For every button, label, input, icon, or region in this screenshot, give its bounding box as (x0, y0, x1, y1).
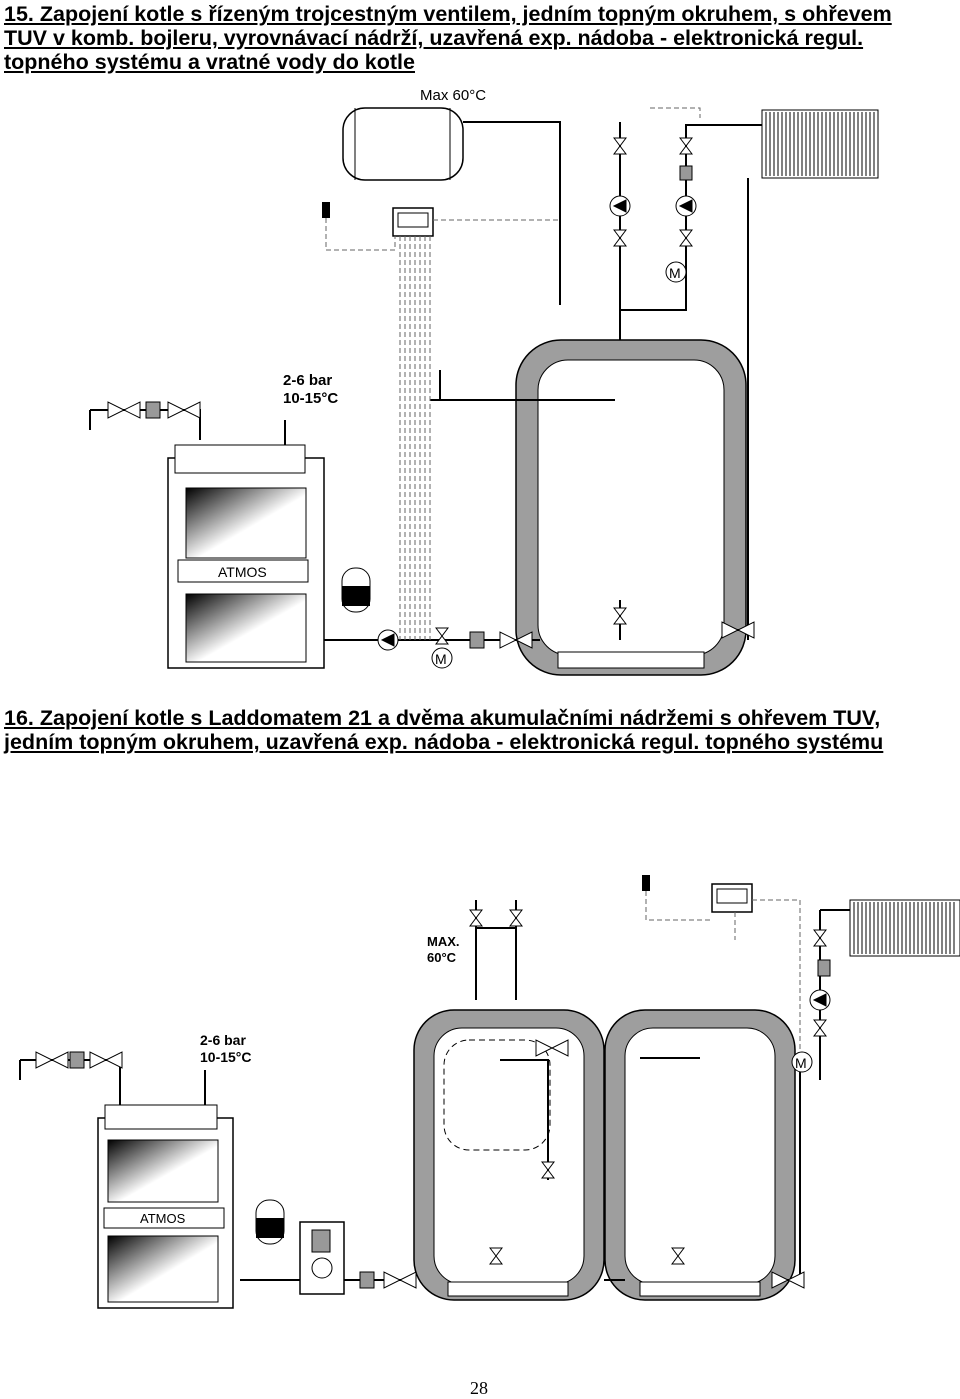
heading-15-line-1: 15. Zapojení kotle s řízeným trojcestným… (4, 2, 892, 26)
temperature-label-15: 10-15°C (283, 390, 338, 407)
expansion-vessel-15 (341, 567, 371, 613)
filter-15c (679, 165, 693, 181)
pressure-label-15: 2-6 bar (283, 372, 332, 389)
filter-16a (817, 959, 831, 977)
filter-15b (469, 631, 485, 649)
temperature-label-16: 10-15°C (200, 1049, 252, 1065)
electronic-regulator (392, 207, 434, 237)
heading-15-line-3: topného systému a vratné vody do kotle (4, 50, 415, 74)
motor-m-15b: M (669, 265, 681, 281)
mixing-valve-motor-15a (431, 647, 453, 669)
control-wiring-16 (645, 891, 801, 1050)
expansion-vessel-16 (255, 1199, 285, 1245)
boiler-brand-16: ATMOS (140, 1211, 186, 1226)
laddomat-21 (299, 1221, 345, 1295)
outdoor-sensor (322, 202, 330, 218)
max-temp-label-16a: MAX. (427, 934, 460, 949)
boiler-16 (97, 1104, 234, 1309)
filter-16b (69, 1051, 85, 1069)
combi-boiler-vessel (342, 107, 464, 181)
outdoor-sensor-16 (642, 875, 650, 891)
heading-16-line-1: 16. Zapojení kotle s Laddomatem 21 a dvě… (4, 706, 881, 730)
pipes-15 (89, 121, 762, 641)
pressure-label-16: 2-6 bar (200, 1032, 246, 1048)
heading-16: 16. Zapojení kotle s Laddomatem 21 a dvě… (4, 706, 883, 754)
boiler-15 (167, 444, 325, 669)
accumulation-tank-right (604, 1009, 796, 1301)
boiler-brand-15: ATMOS (218, 564, 267, 580)
heading-15-line-2: TUV v komb. bojleru, vyrovnávací nádrží,… (4, 26, 864, 50)
heading-16-line-2: jedním topným okruhem, uzavřená exp. nád… (4, 730, 884, 754)
pumps-15 (377, 195, 697, 651)
mixing-valve-motor-15b (665, 261, 687, 283)
max-temp-label-16b: 60°C (427, 950, 457, 965)
filter-15a (145, 401, 161, 419)
filter-16c (359, 1271, 375, 1289)
electronic-regulator-16 (711, 883, 753, 913)
max-temp-label: Max 60°C (420, 87, 486, 104)
buffer-tank (515, 339, 747, 676)
motor-m-15a: M (435, 651, 447, 667)
radiator (761, 109, 879, 179)
diagram-16: MAX. 60°C (19, 875, 960, 1309)
diagram-15: Max 60°C (89, 87, 879, 676)
valves-15 (107, 137, 755, 649)
motor-m-16: M (795, 1055, 807, 1071)
control-wiring-15 (325, 107, 701, 640)
radiator-16 (849, 899, 960, 957)
accumulation-tank-left (413, 1009, 605, 1301)
page-number: 28 (470, 1378, 488, 1398)
mixing-valve-motor-16 (791, 1051, 813, 1073)
heading-15: 15. Zapojení kotle s řízeným trojcestným… (4, 2, 892, 74)
valves-16 (35, 909, 827, 1289)
pumps-16 (809, 989, 831, 1011)
